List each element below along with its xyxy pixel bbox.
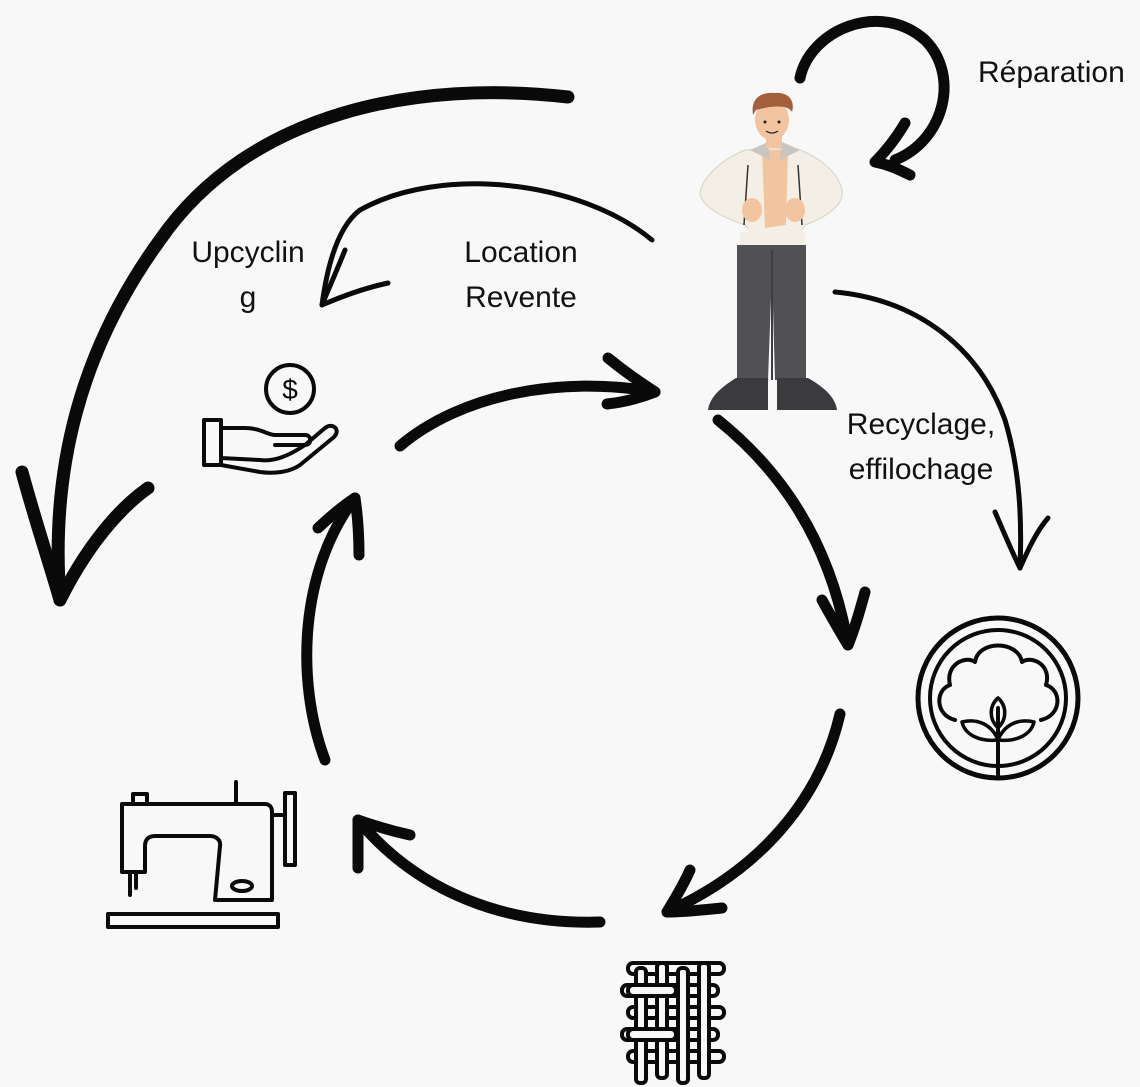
reparation-loop-arrow [794, 16, 950, 181]
revente-text: Revente [465, 281, 577, 314]
cycle-arrows [301, 352, 871, 928]
recyclage-label: Recyclage, effilochage [840, 402, 1002, 492]
fabric-weave-icon [620, 961, 726, 1085]
recyclage-text: Recyclage, [846, 408, 996, 441]
location-text: Location [464, 236, 578, 269]
outer-arrow [15, 86, 575, 607]
upcycling-line2: g [239, 281, 257, 314]
upcycling-line1: Upcyclin [191, 236, 305, 269]
location-revente-label: Location Revente [455, 230, 587, 320]
reparation-label: Réparation [978, 50, 1125, 95]
reparation-text: Réparation [978, 56, 1125, 89]
upcycling-label: Upcyclin g [185, 230, 311, 320]
svg-text:$: $ [282, 374, 298, 405]
upcycling-arrow [319, 181, 655, 308]
effilochage-text: effilochage [848, 453, 994, 486]
recyclage-arrow [832, 289, 1051, 571]
person-illustration [699, 92, 843, 410]
sewing-machine-icon [106, 780, 297, 929]
money-hand-icon: $ [202, 363, 339, 475]
cotton-plant-icon [915, 615, 1081, 781]
